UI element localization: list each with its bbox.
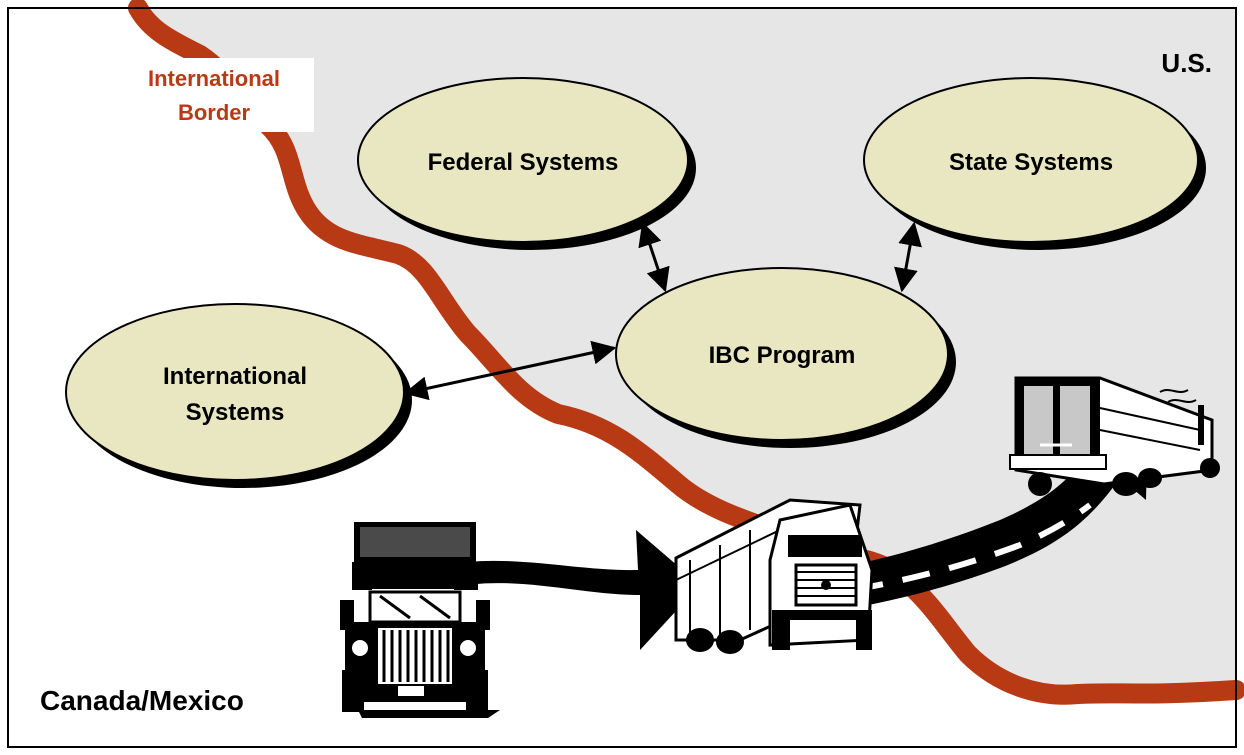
canada-mexico-region-label: Canada/Mexico [40, 685, 244, 716]
international-systems-label-line1: International [163, 363, 307, 390]
border-label-line1: International [148, 66, 280, 91]
federal-systems-node: Federal Systems [357, 77, 696, 250]
international-border-line [128, 0, 1244, 705]
diagram-frame [7, 7, 1237, 748]
ibc-program-label: IBC Program [709, 342, 856, 369]
state-systems-node: State Systems [863, 77, 1206, 250]
us-region-label: U.S. [1161, 48, 1212, 78]
international-systems-label-line2: Systems [186, 399, 285, 426]
federal-systems-label: Federal Systems [428, 149, 619, 176]
box-truck-icon [674, 498, 874, 654]
state-ibc-connector [894, 221, 922, 293]
federal-ibc-connector [638, 221, 670, 293]
international-systems-node: International Systems [65, 303, 412, 488]
ibc-program-node: IBC Program [615, 267, 956, 448]
border-label-box [116, 58, 314, 132]
semi-truck-front-icon [340, 522, 500, 718]
trailer-truck-icon [1009, 376, 1220, 496]
international-ibc-connector [403, 340, 617, 401]
state-systems-label: State Systems [949, 149, 1113, 176]
border-label-line2: Border [178, 100, 251, 125]
